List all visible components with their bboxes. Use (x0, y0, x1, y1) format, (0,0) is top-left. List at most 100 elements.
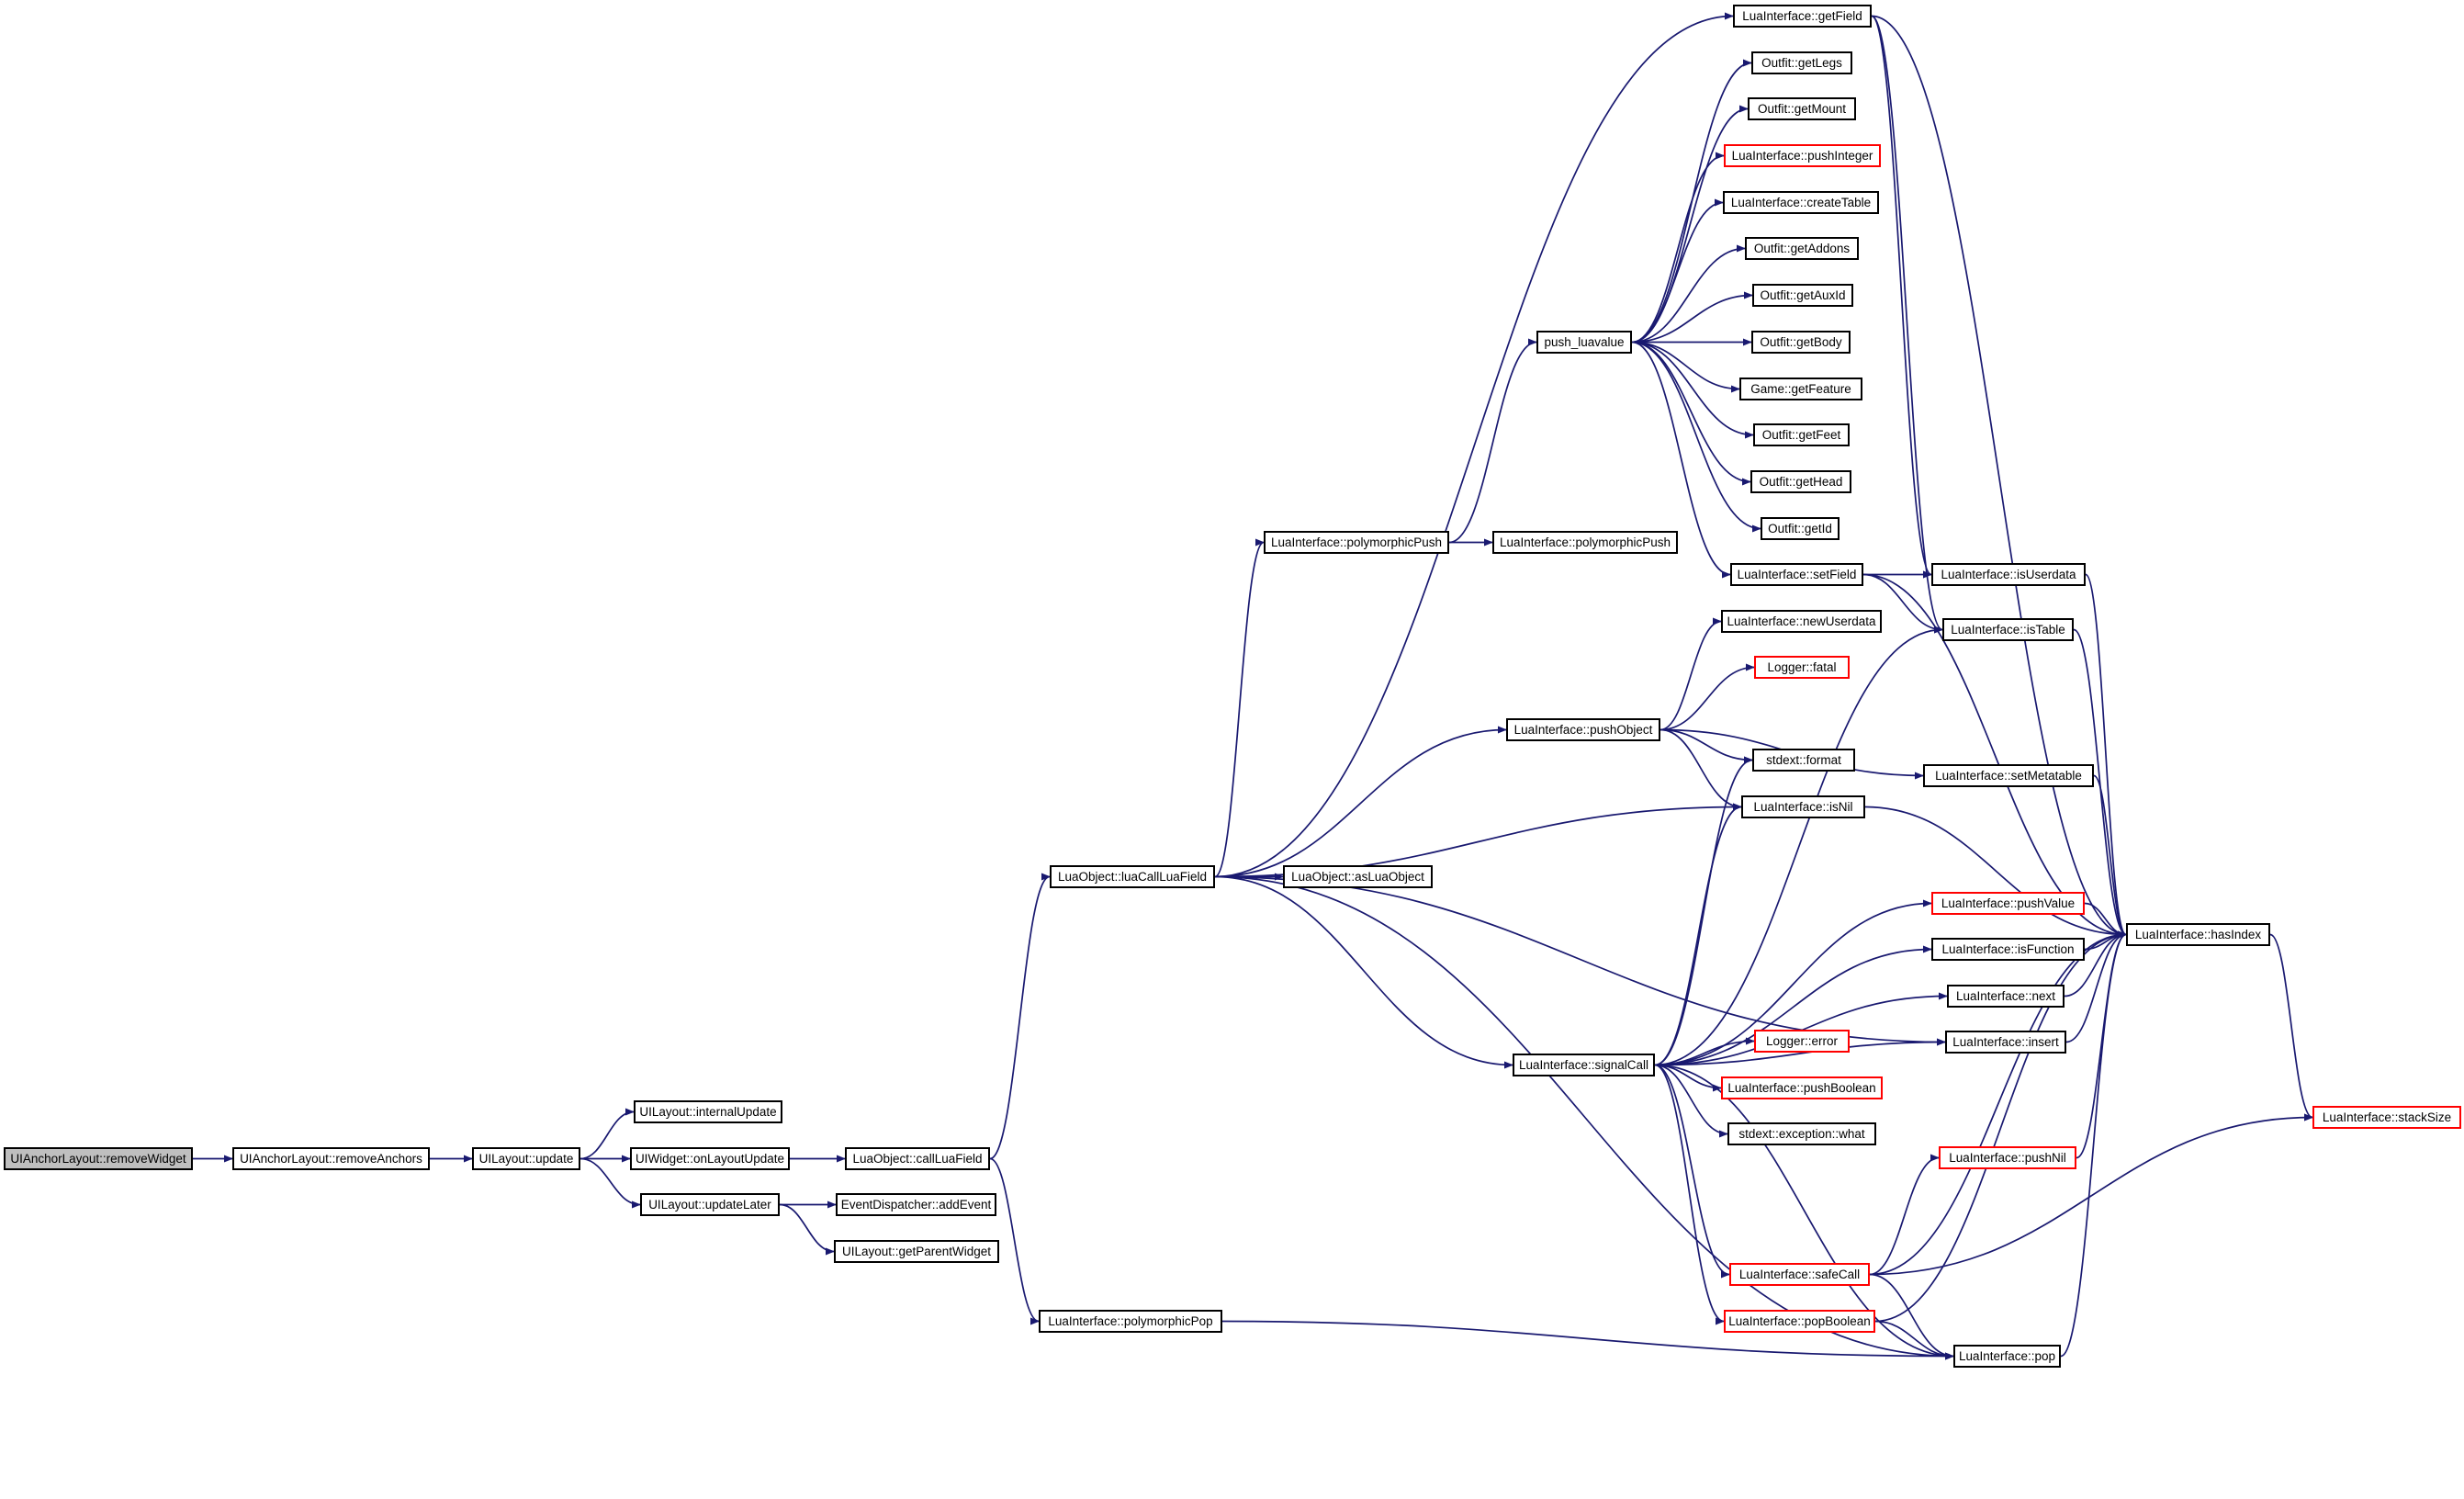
edge-isuserdata-to-hasindex (2085, 573, 2127, 939)
node-getparentwidget[interactable]: UILayout::getParentWidget (834, 1240, 999, 1263)
edge-pushobject-to-newuserdata (1660, 617, 1722, 731)
edge-pushobject-to-format (1660, 728, 1753, 764)
edge-isnil-to-hasindex (1864, 806, 2127, 939)
edge-update-to-internalupdate (579, 1108, 635, 1160)
edge-push_luavalue-to-getfeet (1631, 341, 1754, 439)
edge-updatelater-to-getparentwidget (779, 1203, 835, 1256)
edge-setfield-to-hasindex (1862, 573, 2127, 939)
node-setfield[interactable]: LuaInterface::setField (1730, 563, 1863, 586)
node-getlegs[interactable]: Outfit::getLegs (1751, 51, 1852, 74)
node-fatal[interactable]: Logger::fatal (1754, 656, 1850, 679)
node-safecall[interactable]: LuaInterface::safeCall (1729, 1263, 1870, 1286)
edge-push_luavalue-to-setfield (1631, 341, 1731, 579)
edge-signalcall-to-pop (1654, 1064, 1954, 1360)
node-newuserdata[interactable]: LuaInterface::newUserdata (1721, 610, 1882, 633)
edge-callluafield-to-luacallluafield (989, 873, 1051, 1160)
node-format[interactable]: stdext::format (1752, 749, 1855, 772)
node-polymorphicpop[interactable]: LuaInterface::polymorphicPop (1039, 1310, 1222, 1333)
node-callluafield[interactable]: LuaObject::callLuaField (845, 1147, 990, 1170)
node-polymorphicpush1[interactable]: LuaInterface::polymorphicPush (1264, 531, 1449, 554)
node-removeanchors[interactable]: UIAnchorLayout::removeAnchors (232, 1147, 430, 1170)
node-getid[interactable]: Outfit::getId (1761, 517, 1840, 540)
node-hasindex[interactable]: LuaInterface::hasIndex (2126, 923, 2270, 946)
node-setmetatable[interactable]: LuaInterface::setMetatable (1923, 764, 2094, 787)
edge-getfield-to-istable (1871, 15, 1943, 634)
node-error[interactable]: Logger::error (1754, 1030, 1850, 1053)
edge-signalcall-to-istable (1654, 626, 1943, 1066)
node-getbody[interactable]: Outfit::getBody (1751, 331, 1851, 354)
node-stacksize[interactable]: LuaInterface::stackSize (2312, 1106, 2461, 1129)
edge-setfield-to-istable (1862, 573, 1943, 634)
node-getfeature[interactable]: Game::getFeature (1739, 378, 1862, 400)
edge-push_luavalue-to-getaddons (1631, 244, 1746, 344)
node-insert[interactable]: LuaInterface::insert (1945, 1031, 2066, 1054)
edge-signalcall-to-pushvalue (1654, 899, 1932, 1066)
edge-signalcall-to-format (1654, 756, 1753, 1066)
node-pop[interactable]: LuaInterface::pop (1953, 1345, 2061, 1368)
node-asluaobject[interactable]: LuaObject::asLuaObject (1283, 865, 1433, 888)
edge-push_luavalue-to-createtable (1631, 198, 1724, 344)
node-pushboolean[interactable]: LuaInterface::pushBoolean (1721, 1076, 1883, 1099)
node-luacallluafield[interactable]: LuaObject::luaCallLuaField (1050, 865, 1215, 888)
node-internalupdate[interactable]: UILayout::internalUpdate (634, 1100, 782, 1123)
edge-safecall-to-pop (1869, 1273, 1954, 1360)
edge-push_luavalue-to-gethead (1631, 341, 1751, 486)
edge-luacallluafield-to-getfield (1214, 12, 1734, 878)
node-pushvalue[interactable]: LuaInterface::pushValue (1931, 892, 2085, 915)
edge-getfield-to-isuserdata (1871, 15, 1932, 579)
node-update[interactable]: UILayout::update (472, 1147, 580, 1170)
edge-istable-to-hasindex (2073, 628, 2127, 939)
node-isnil[interactable]: LuaInterface::isNil (1741, 795, 1865, 818)
node-gethead[interactable]: Outfit::getHead (1750, 470, 1851, 493)
edge-polymorphicpop-to-pop (1221, 1320, 1954, 1360)
node-signalcall[interactable]: LuaInterface::signalCall (1513, 1054, 1655, 1076)
node-pushnil[interactable]: LuaInterface::pushNil (1939, 1146, 2076, 1169)
edge-luacallluafield-to-polymorphicpush1 (1214, 538, 1265, 878)
edge-signalcall-to-isnil (1654, 803, 1742, 1066)
node-getaddons[interactable]: Outfit::getAddons (1745, 237, 1859, 260)
node-getauxid[interactable]: Outfit::getAuxId (1752, 284, 1853, 307)
node-istable[interactable]: LuaInterface::isTable (1942, 618, 2074, 641)
node-getfeet[interactable]: Outfit::getFeet (1753, 423, 1850, 446)
edge-polymorphicpush1-to-push_luavalue (1448, 338, 1537, 544)
edge-luacallluafield-to-pushobject (1214, 726, 1507, 878)
node-createtable[interactable]: LuaInterface::createTable (1723, 191, 1879, 214)
node-updatelater[interactable]: UILayout::updateLater (640, 1193, 780, 1216)
node-push-luavalue[interactable]: push_luavalue (1536, 331, 1632, 354)
edge-signalcall-to-insert (1654, 1038, 1946, 1066)
edge-signalcall-to-error (1654, 1037, 1755, 1066)
edge-popboolean-to-pop (1874, 1320, 1954, 1360)
node-getmount[interactable]: Outfit::getMount (1748, 97, 1856, 120)
node-isfunction[interactable]: LuaInterface::isFunction (1931, 938, 2085, 961)
node-removewidget[interactable]: UIAnchorLayout::removeWidget (4, 1147, 193, 1170)
edge-pushobject-to-isnil (1660, 728, 1742, 811)
edge-signalcall-to-safecall (1654, 1064, 1730, 1279)
edge-signalcall-to-isfunction (1654, 945, 1932, 1066)
edge-callluafield-to-polymorphicpop (989, 1157, 1040, 1325)
node-pushobject[interactable]: LuaInterface::pushObject (1506, 718, 1660, 741)
edge-push_luavalue-to-getid (1631, 341, 1761, 533)
node-getfield[interactable]: LuaInterface::getField (1733, 5, 1872, 28)
edge-push_luavalue-to-getfeature (1631, 341, 1740, 393)
edge-next-to-hasindex (2064, 930, 2127, 997)
edge-pushnil-to-hasindex (2076, 930, 2127, 1159)
node-addevent[interactable]: EventDispatcher::addEvent (836, 1193, 996, 1216)
node-isuserdata[interactable]: LuaInterface::isUserdata (1931, 563, 2086, 586)
edge-pop-to-hasindex (2060, 930, 2127, 1358)
edge-signalcall-to-what (1654, 1064, 1728, 1138)
node-next[interactable]: LuaInterface::next (1947, 985, 2065, 1008)
node-polymorphicpush2[interactable]: LuaInterface::polymorphicPush (1492, 531, 1678, 554)
edge-update-to-updatelater (579, 1157, 641, 1209)
edge-luacallluafield-to-signalcall (1214, 875, 1513, 1069)
node-pushinteger[interactable]: LuaInterface::pushInteger (1724, 144, 1881, 167)
node-what[interactable]: stdext::exception::what (1727, 1122, 1876, 1145)
edge-setmetatable-to-hasindex (2093, 774, 2127, 939)
edge-safecall-to-pushnil (1869, 1154, 1940, 1276)
edge-safecall-to-stacksize (1869, 1113, 2313, 1276)
edge-signalcall-to-popboolean (1654, 1064, 1725, 1325)
edge-hasindex-to-stacksize (2269, 933, 2313, 1121)
node-onlayoutupdate[interactable]: UIWidget::onLayoutUpdate (630, 1147, 790, 1170)
node-popboolean[interactable]: LuaInterface::popBoolean (1724, 1310, 1875, 1333)
